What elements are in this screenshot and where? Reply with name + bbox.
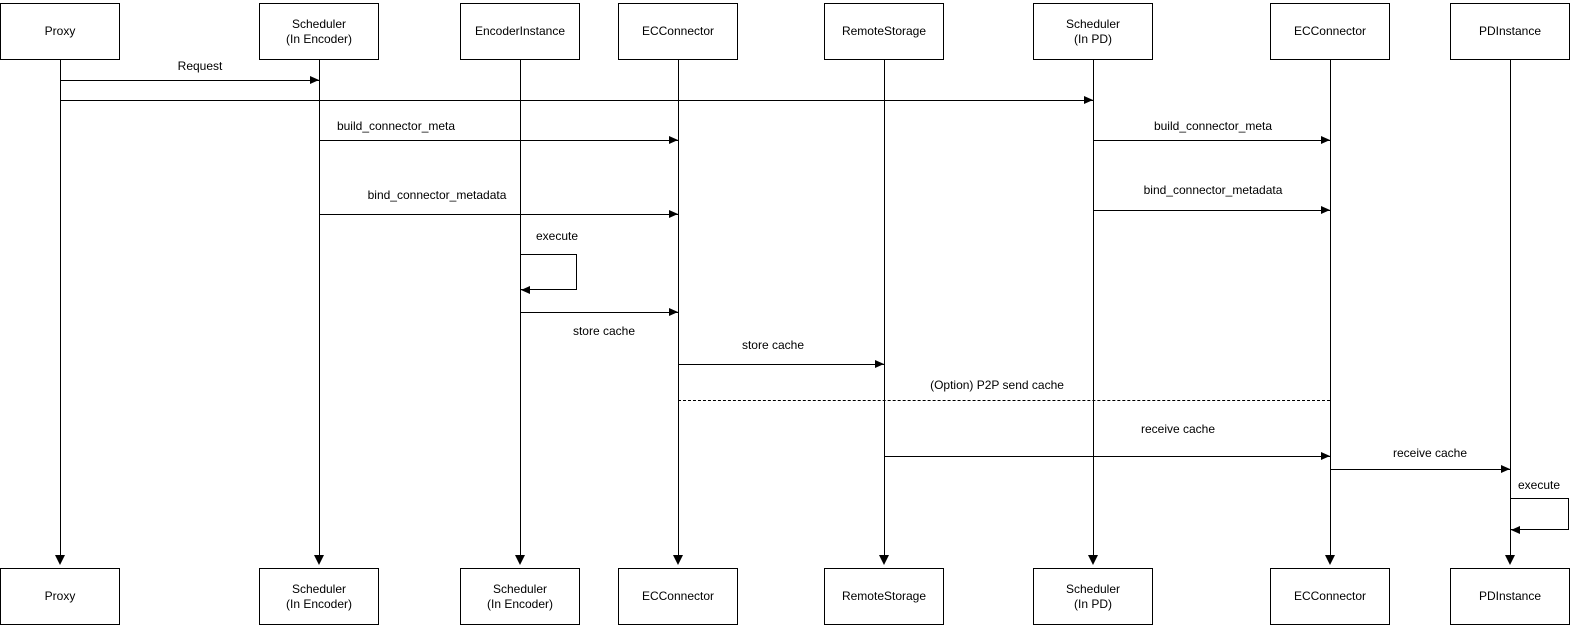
actor-top-scheduler-pd: Scheduler (In PD): [1033, 3, 1153, 60]
actor-bottom-scheduler-pd: Scheduler (In PD): [1033, 568, 1153, 625]
actor-top-remote-storage: RemoteStorage: [824, 3, 944, 60]
message-line-store-cache-encoder: [520, 312, 678, 313]
arrowhead-right-icon: [669, 308, 678, 316]
message-line-request: [60, 80, 319, 81]
arrowhead-right-icon: [669, 136, 678, 144]
message-label-receive-cache-remote: receive cache: [1138, 422, 1218, 437]
arrowhead-down-icon: [55, 555, 65, 565]
arrowhead-right-icon: [669, 210, 678, 218]
message-self-loop-execute-encoder: [520, 254, 577, 290]
actor-top-pd-instance: PDInstance: [1450, 3, 1570, 60]
arrowhead-right-icon: [310, 76, 319, 84]
message-label-execute-encoder: execute: [533, 229, 581, 244]
actor-label: Scheduler (In Encoder): [285, 581, 353, 611]
actor-label: ECConnector: [641, 24, 715, 38]
lifeline-ec-connector: [678, 60, 679, 557]
actor-label: EncoderInstance: [474, 24, 566, 38]
message-label-store-cache-encoder: store cache: [570, 324, 638, 339]
actor-bottom-proxy: Proxy: [0, 568, 120, 625]
message-label-execute-pd: execute: [1515, 478, 1563, 493]
message-label-p2p-send-cache: (Option) P2P send cache: [928, 378, 1066, 393]
actor-label: Proxy: [44, 589, 76, 603]
message-label-build-connector-meta-pd: build_connector_meta: [1151, 119, 1275, 134]
message-line-build-connector-meta-pd: [1093, 140, 1330, 141]
message-line-receive-cache-pd: [1330, 469, 1510, 470]
actor-label: Scheduler (In PD): [1065, 16, 1121, 46]
actor-bottom-pd-instance: PDInstance: [1450, 568, 1570, 625]
message-line-request-forward: [60, 100, 1093, 101]
actor-bottom-encoder-instance: Scheduler (In Encoder): [460, 568, 580, 625]
arrowhead-left-icon: [521, 286, 530, 294]
arrowhead-right-icon: [875, 360, 884, 368]
arrowhead-right-icon: [1321, 452, 1330, 460]
lifeline-ec-connector-pd: [1330, 60, 1331, 557]
actor-label: RemoteStorage: [841, 24, 927, 38]
arrowhead-down-icon: [673, 555, 683, 565]
message-label-store-cache-remote: store cache: [739, 338, 807, 353]
message-label-build-connector-meta-encoder: build_connector_meta: [334, 119, 458, 134]
arrowhead-right-icon: [1321, 206, 1330, 214]
arrowhead-right-icon: [1321, 136, 1330, 144]
message-line-store-cache-remote: [678, 364, 884, 365]
lifeline-proxy: [60, 60, 61, 557]
actor-label: ECConnector: [1293, 24, 1367, 38]
actor-bottom-ec-connector: ECConnector: [618, 568, 738, 625]
actor-label: Scheduler (In Encoder): [285, 16, 353, 46]
actor-top-ec-connector-pd: ECConnector: [1270, 3, 1390, 60]
actor-top-proxy: Proxy: [0, 3, 120, 60]
message-line-receive-cache-remote: [884, 456, 1330, 457]
lifeline-remote-storage: [884, 60, 885, 557]
actor-label: ECConnector: [641, 589, 715, 603]
actor-bottom-scheduler-encoder: Scheduler (In Encoder): [259, 568, 379, 625]
message-line-bind-connector-metadata-pd: [1093, 210, 1330, 211]
actor-bottom-remote-storage: RemoteStorage: [824, 568, 944, 625]
lifeline-pd-instance: [1510, 60, 1511, 557]
message-label-bind-connector-metadata-pd: bind_connector_metadata: [1141, 183, 1285, 198]
message-label-receive-cache-pd: receive cache: [1390, 446, 1470, 461]
actor-label: PDInstance: [1478, 589, 1542, 603]
arrowhead-down-icon: [515, 555, 525, 565]
arrowhead-down-icon: [314, 555, 324, 565]
arrowhead-down-icon: [1505, 555, 1515, 565]
arrowhead-down-icon: [879, 555, 889, 565]
arrowhead-right-icon: [1501, 465, 1510, 473]
message-label-bind-connector-metadata-encoder: bind_connector_metadata: [365, 188, 509, 203]
actor-label: Scheduler (In Encoder): [486, 581, 554, 611]
actor-top-ec-connector: ECConnector: [618, 3, 738, 60]
actor-top-encoder-instance: EncoderInstance: [460, 3, 580, 60]
message-label-request: Request: [175, 59, 225, 74]
arrowhead-left-icon: [1511, 526, 1520, 534]
actor-label: ECConnector: [1293, 589, 1367, 603]
message-line-bind-connector-metadata-encoder: [319, 214, 678, 215]
message-line-p2p-send-cache: [678, 400, 1330, 401]
message-line-build-connector-meta-encoder: [319, 140, 678, 141]
actor-label: Proxy: [44, 24, 76, 38]
lifeline-scheduler-pd: [1093, 60, 1094, 557]
lifeline-encoder-instance: [520, 60, 521, 557]
actor-label: Scheduler (In PD): [1065, 581, 1121, 611]
arrowhead-down-icon: [1088, 555, 1098, 565]
actor-bottom-ec-connector-pd: ECConnector: [1270, 568, 1390, 625]
actor-top-scheduler-encoder: Scheduler (In Encoder): [259, 3, 379, 60]
actor-label: RemoteStorage: [841, 589, 927, 603]
arrowhead-right-icon: [1084, 96, 1093, 104]
arrowhead-down-icon: [1325, 555, 1335, 565]
actor-label: PDInstance: [1478, 24, 1542, 38]
lifeline-scheduler-encoder: [319, 60, 320, 557]
message-self-loop-execute-pd: [1510, 498, 1569, 530]
